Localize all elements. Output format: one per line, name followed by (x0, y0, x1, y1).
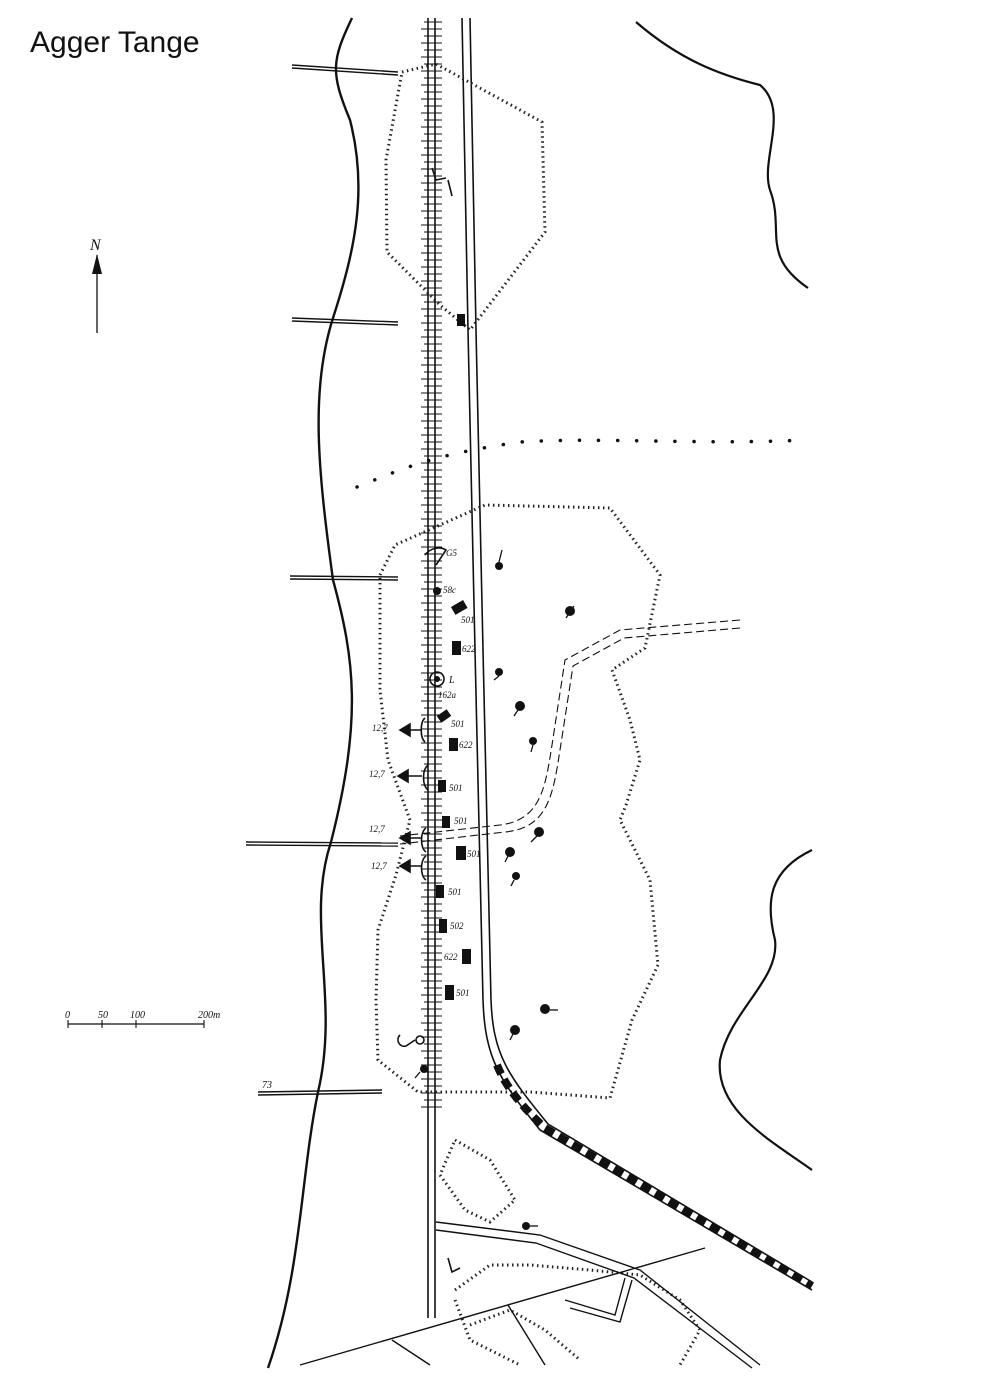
bunker-label: 501 (467, 849, 481, 859)
bunker-501 (438, 780, 446, 792)
bunker-label: 501 (448, 887, 462, 897)
lagoon-shore-south (718, 849, 813, 1171)
bunker-label: 58c (443, 585, 456, 595)
groyne-lines (245, 64, 399, 1096)
road-marker-label: 73 (262, 1080, 272, 1091)
bunker-label: 501 (454, 816, 468, 826)
bunker-501 (436, 885, 444, 898)
elevation-label: 12,7 (369, 769, 385, 779)
bunker-label: 622 (444, 952, 458, 962)
scale-tick-label: 200m (198, 1010, 220, 1021)
bunker-label: 162a (438, 690, 457, 700)
scale-bar: 0 50 100 200m (65, 1010, 220, 1028)
coastline (266, 17, 360, 1369)
bunker-502 (439, 919, 447, 933)
southern-enclosure (438, 1137, 517, 1224)
southern-perimeter (453, 1263, 702, 1367)
bunker-label: 622 (459, 740, 473, 750)
map-title: Agger Tange (30, 26, 200, 59)
southern-roads (299, 1221, 761, 1369)
observation-post-icon (429, 671, 445, 687)
bunker-symbols (429, 314, 471, 1000)
road-ticks (421, 21, 442, 1108)
gun-pit-symbols (414, 549, 575, 1230)
gun-position-label: G5 (446, 548, 457, 558)
map-labels: 58c 501 622 162a 501 622 501 501 501 501… (262, 548, 481, 1091)
coastal-road (421, 18, 442, 1318)
elevation-label: 12,7 (372, 723, 388, 733)
elevation-label: 12,7 (371, 861, 387, 871)
bunker-label: 501 (461, 615, 475, 625)
elevation-label: 12,7 (369, 824, 385, 834)
observation-post-label: L (448, 675, 455, 686)
scale-tick-label: 50 (98, 1010, 108, 1021)
main-battery-perimeter (374, 503, 662, 1100)
bunker-501 (450, 600, 468, 615)
bunker-622 (449, 738, 458, 751)
scale-tick-label: 0 (65, 1010, 70, 1021)
bunker-501 (442, 816, 450, 828)
coastal-gun-arrows (396, 167, 461, 1274)
bunker-501 (456, 846, 466, 860)
bunker-label: 501 (451, 719, 465, 729)
bunker-622 (452, 641, 461, 655)
bunker-501 (445, 985, 454, 1000)
bunker-label: 501 (449, 783, 463, 793)
bunker-501 (436, 709, 452, 723)
bunker-label: 622 (462, 644, 476, 654)
northern-battery-perimeter (384, 62, 547, 333)
north-label: N (89, 237, 102, 254)
bunker-622 (462, 949, 471, 964)
railway-dashed-section (493, 1063, 815, 1290)
railway-line (461, 17, 815, 1291)
lagoon-shore-north (635, 21, 809, 289)
bunker (457, 314, 465, 326)
farm-track (399, 619, 741, 845)
bunker-label: 501 (456, 988, 470, 998)
north-arrow-icon: N (89, 237, 102, 333)
scale-tick-label: 100 (130, 1010, 145, 1021)
bunker-58c (433, 587, 441, 595)
bunker-label: 502 (450, 921, 464, 931)
